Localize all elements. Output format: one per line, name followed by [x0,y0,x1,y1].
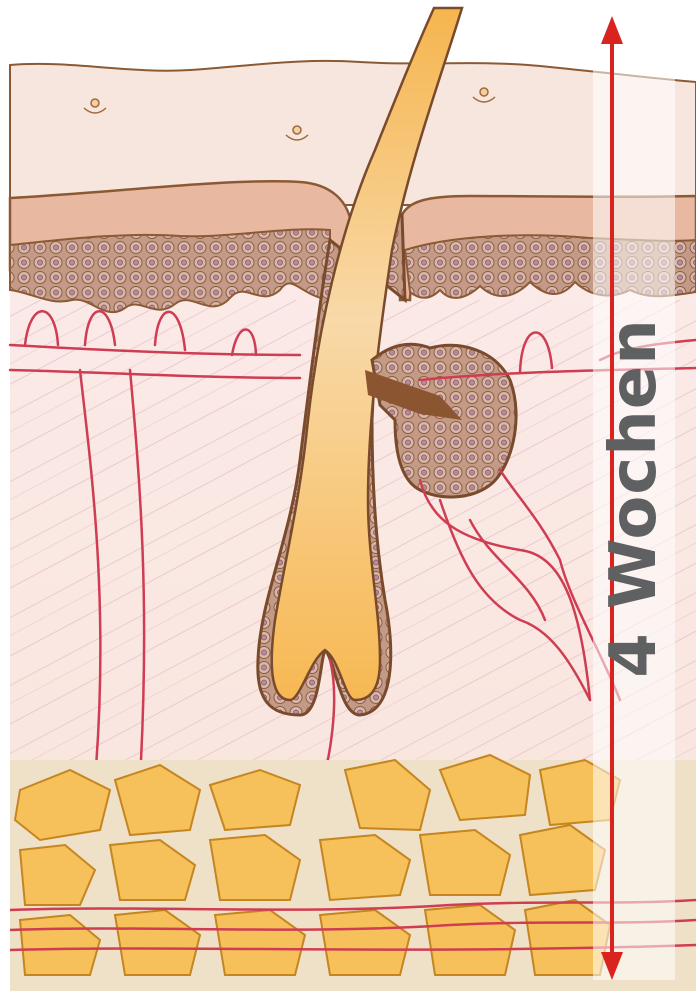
time-label: 4 Wochen [597,318,671,678]
